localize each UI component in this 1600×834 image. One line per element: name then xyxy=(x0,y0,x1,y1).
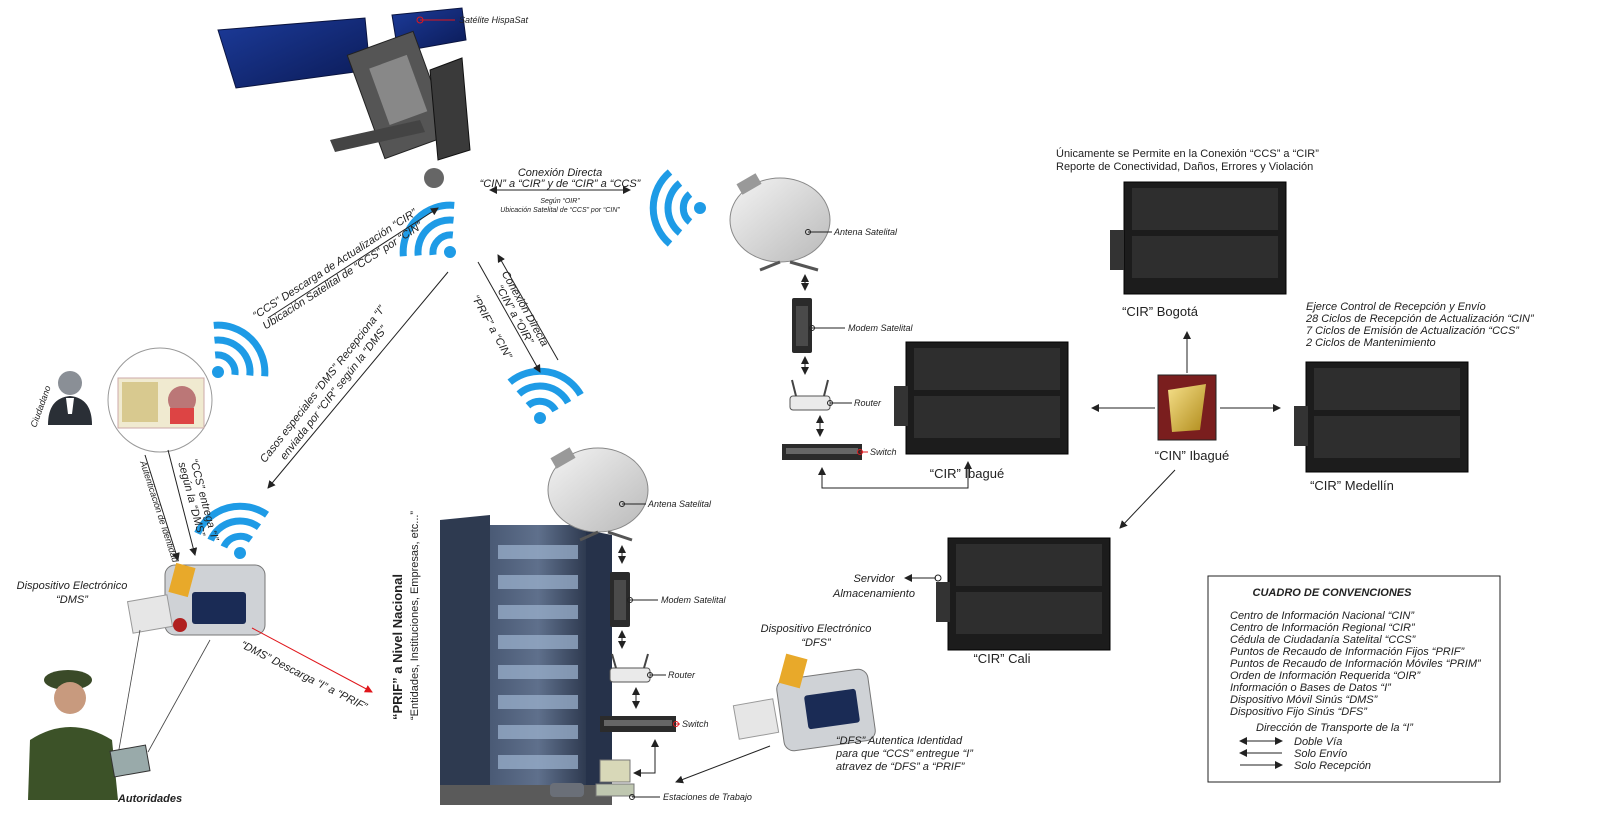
storage-line1: Servidor xyxy=(854,573,896,585)
prif-line1: “PRIF” a Nivel Nacional xyxy=(390,574,405,720)
server-cir-bogota-icon xyxy=(1110,181,1287,295)
router-b-label: Router xyxy=(668,670,696,680)
dms-device-line1: Dispositivo Electrónico xyxy=(17,580,128,592)
legend-arrow-label: Doble Vía xyxy=(1294,736,1342,748)
dms-special-line2: enviada por “CIR” según la “DMS” xyxy=(278,323,391,462)
legend-arrow-label: Solo Envío xyxy=(1294,748,1347,760)
control-note-line2: 28 Ciclos de Recepción de Actualización … xyxy=(1305,313,1535,325)
workstation-icon xyxy=(595,759,635,797)
direct-link-note2: Ubicación Satelital de “CCS” por “CIN” xyxy=(500,207,620,214)
legend-item: Centro de Información Regional “CIR” xyxy=(1230,622,1416,634)
router-a-label: Router xyxy=(854,398,882,408)
legend-item: Dispositivo Móvil Sinús “DMS” xyxy=(1230,694,1379,706)
modem-b-label: Modem Satelital xyxy=(661,595,727,605)
direct-link-title: Conexión Directa xyxy=(518,167,602,179)
storage-line2: Almacenamiento xyxy=(832,588,915,600)
building-icon xyxy=(440,515,612,805)
legend-box: CUADRO DE CONVENCIONES Centro de Informa… xyxy=(1207,575,1501,783)
modem-b-icon xyxy=(610,572,630,627)
antenna-b-label: Antena Satelital xyxy=(647,499,712,509)
dms-download-label: “DMS” Descarga “I” a “PRIF” xyxy=(239,639,370,714)
only-note-line2: Reporte de Conectividad, Daños, Errores … xyxy=(1056,161,1313,173)
dfs-note-line1: “DFS” Autentica Identidad xyxy=(836,735,963,747)
dms-device-line2: “DMS” xyxy=(56,594,89,606)
legend-item: Información o Bases de Datos “I” xyxy=(1230,682,1392,694)
ccs-update-line2: Ubicación Satelital de “CCS” por “CIN” xyxy=(261,219,426,332)
modem-a-icon xyxy=(792,298,812,353)
antenna-a-label: Antena Satelital xyxy=(833,227,898,237)
antenna-a-icon xyxy=(729,173,831,272)
cir-cali-label: “CIR” Cali xyxy=(973,651,1030,666)
id-card-icon xyxy=(107,347,213,453)
switch-a-label: Switch xyxy=(870,447,897,457)
dfs-note-line3: atravez de “DFS” a “PRIF” xyxy=(836,761,966,773)
control-note-line4: 2 Ciclos de Mantenimiento xyxy=(1305,337,1436,349)
cir-ibague-label: “CIR” Ibagué xyxy=(930,466,1004,481)
cin-ibague-label: “CIN” Ibagué xyxy=(1155,448,1229,463)
wifi-icon-antenna-b xyxy=(507,367,584,424)
modem-a-label: Modem Satelital xyxy=(848,323,914,333)
legend-arrow-label: Solo Recepción xyxy=(1294,760,1371,772)
router-a-icon xyxy=(789,379,831,411)
direct-link-subtitle: “CIN” a “CIR” y de “CIR” a “CCS” xyxy=(480,178,642,190)
authorities-label: Autoridades xyxy=(117,793,182,805)
switch-a-icon xyxy=(782,444,862,460)
cir-medellin-label: “CIR” Medellín xyxy=(1310,478,1394,493)
legend-direction-title: Dirección de Transporte de la “I” xyxy=(1256,722,1414,734)
legend-title: CUADRO DE CONVENCIONES xyxy=(1253,587,1413,599)
wifi-icon-citizen xyxy=(212,321,269,378)
cin-ibague-icon xyxy=(1157,374,1217,441)
server-cir-medellin-icon xyxy=(1294,361,1469,473)
dfs-device-line2: “DFS” xyxy=(801,637,832,649)
wifi-icon-satellite xyxy=(399,201,456,258)
direct-link-note1: Según “OIR” xyxy=(540,198,580,205)
authority-officer-icon xyxy=(28,670,151,800)
satellite-icon xyxy=(217,7,471,188)
legend-item: Dispositivo Fijo Sinús “DFS” xyxy=(1230,706,1368,718)
control-note-line3: 7 Ciclos de Emisión de Actualización “CC… xyxy=(1306,325,1520,337)
wifi-icon-dms xyxy=(194,502,270,559)
ccs-update-line1: “CCS” Descarga de Actualización “CIR” xyxy=(251,206,420,322)
legend-item: Puntos de Recaudo de Información Fijos “… xyxy=(1230,646,1466,658)
legend-item: Cédula de Ciudadanía Satelital “CCS” xyxy=(1230,634,1417,646)
prif-line2: “Entidades, Instituciones, Empresas, etc… xyxy=(409,511,421,720)
wifi-icon-antenna-a xyxy=(649,169,706,247)
control-note-line1: Ejerce Control de Recepción y Envío xyxy=(1306,301,1486,313)
legend-item: Centro de Información Nacional “CIN” xyxy=(1230,610,1415,622)
satellite-label: Satélite HispaSat xyxy=(459,15,529,25)
server-cir-cali-icon xyxy=(936,537,1111,651)
citizen-avatar-icon xyxy=(48,371,92,425)
legend-item: Orden de Información Requerida “OIR” xyxy=(1230,670,1421,682)
dfs-device-icon xyxy=(732,653,876,752)
dms-special-line1: Casos especiales “DMS” Recepciona “I” xyxy=(258,303,389,466)
router-b-icon xyxy=(609,653,651,683)
server-cir-ibague-icon xyxy=(894,341,1069,455)
dfs-device-line1: Dispositivo Electrónico xyxy=(761,623,872,635)
dms-device-icon xyxy=(126,562,266,636)
workstations-label: Estaciones de Trabajo xyxy=(663,792,752,802)
dfs-note-line2: para que “CCS” entregue “I” xyxy=(835,748,974,760)
switch-b-icon xyxy=(600,716,676,732)
antenna-b-icon xyxy=(547,447,649,542)
only-note-line1: Únicamente se Permite en la Conexión “CC… xyxy=(1056,147,1319,160)
switch-b-label: Switch xyxy=(682,719,709,729)
legend-item: Puntos de Recaudo de Información Móviles… xyxy=(1230,658,1482,670)
cir-bogota-label: “CIR” Bogotá xyxy=(1122,304,1199,319)
